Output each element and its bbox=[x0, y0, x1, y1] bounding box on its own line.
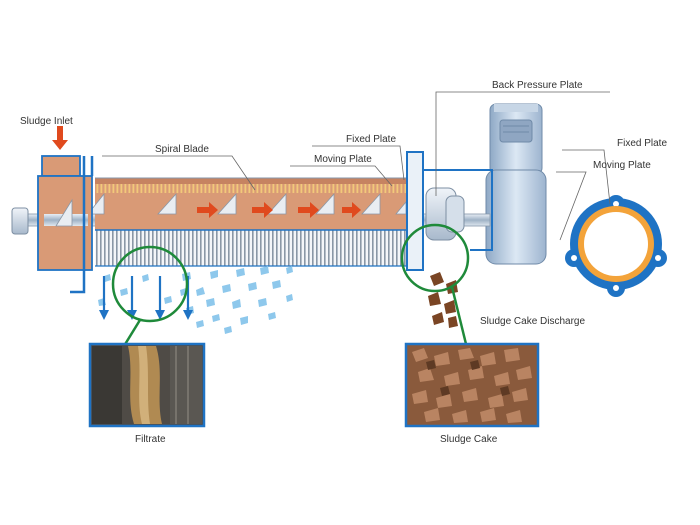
screw-drum bbox=[95, 177, 407, 267]
ring-cross-section bbox=[565, 195, 667, 297]
inlet-arrow-icon bbox=[52, 126, 68, 150]
filtrate-label: Filtrate bbox=[135, 434, 166, 445]
left-frame bbox=[70, 156, 94, 294]
ring-fixed-plate-label: Fixed Plate bbox=[617, 138, 667, 149]
flow-arrow-icon bbox=[342, 202, 361, 218]
shaft-end-cap bbox=[11, 207, 29, 235]
sludge-cake-label: Sludge Cake bbox=[440, 434, 498, 445]
filtrate-photo bbox=[88, 342, 206, 428]
right-end-frame bbox=[406, 151, 493, 271]
filtrate-spray bbox=[98, 266, 293, 334]
falling-sludge-cake bbox=[428, 272, 458, 328]
back-pressure-plate-label: Back Pressure Plate bbox=[492, 80, 583, 91]
sludge-cake-callout bbox=[400, 223, 470, 345]
filtrate-callout bbox=[111, 245, 189, 347]
sludge-inlet-label: Sludge Inlet bbox=[20, 116, 73, 127]
drive-motor bbox=[485, 103, 547, 265]
spiral-blade-label: Spiral Blade bbox=[155, 144, 209, 155]
sludge-cake-discharge-label: Sludge Cake Discharge bbox=[480, 316, 585, 327]
spiral-blades bbox=[87, 192, 407, 215]
flow-arrow-icon bbox=[298, 202, 319, 218]
fixed-plate-label: Fixed Plate bbox=[346, 134, 396, 145]
ring-moving-plate-label: Moving Plate bbox=[593, 160, 651, 171]
flow-arrows bbox=[197, 202, 361, 218]
sludge-cake-photo bbox=[404, 342, 540, 428]
leader-lines bbox=[102, 91, 611, 241]
flow-arrow-icon bbox=[252, 202, 273, 218]
flow-arrow-icon bbox=[197, 202, 218, 218]
moving-plate-label: Moving Plate bbox=[314, 154, 372, 165]
